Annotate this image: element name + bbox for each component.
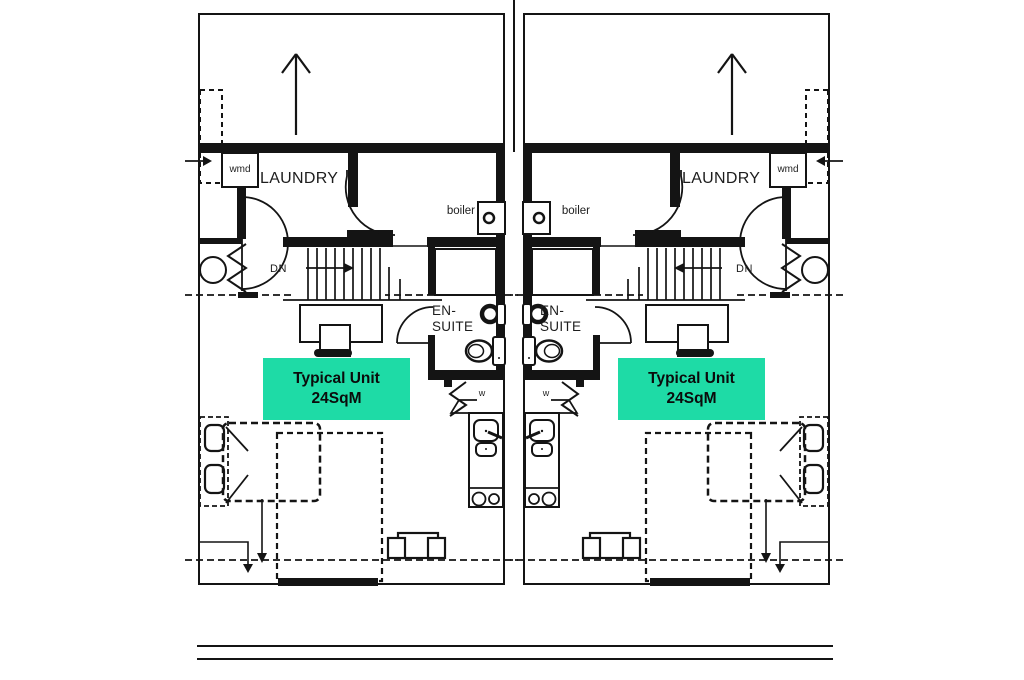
meter-recess xyxy=(199,89,223,184)
unit-linework xyxy=(185,13,518,586)
arrows xyxy=(185,53,311,573)
pillow xyxy=(203,423,226,453)
site-boundary-line-2 xyxy=(197,658,833,660)
pillow xyxy=(802,423,825,453)
wmd-box xyxy=(769,152,807,188)
bed xyxy=(199,416,322,507)
boiler-label: boiler xyxy=(561,205,590,217)
stairs xyxy=(283,248,442,301)
unit-left: wmd LAUNDRY boiler DN EN- SUITE w Typica… xyxy=(185,13,518,586)
ensuite-label-line1: EN- xyxy=(540,303,565,318)
stairs xyxy=(586,248,745,301)
mattress xyxy=(706,421,807,503)
laundry-door-arc xyxy=(632,170,684,236)
basin xyxy=(464,336,506,366)
pillow xyxy=(203,463,226,495)
wardrobe-door-label: w xyxy=(542,388,550,398)
hob xyxy=(528,491,557,507)
bed xyxy=(706,416,829,507)
wardrobe-bifold-door xyxy=(560,381,580,417)
kitchen-counter xyxy=(524,412,560,508)
entry-arrow xyxy=(816,156,843,166)
wmd-label: wmd xyxy=(229,164,251,175)
stair-direction-arrow xyxy=(306,263,354,273)
north-arrow xyxy=(281,53,311,135)
unit-area-tag-line2: 24SqM xyxy=(666,390,717,407)
hob xyxy=(471,491,500,507)
door-return xyxy=(449,399,477,414)
wardrobe-door-label: w xyxy=(478,388,486,398)
bench xyxy=(386,531,447,560)
ensuite-label-line1: EN- xyxy=(432,303,457,318)
ensuite-door-arc xyxy=(594,306,632,344)
unit-area-tag-line2: 24SqM xyxy=(311,390,362,407)
pillow xyxy=(802,463,825,495)
entry-door-arcs xyxy=(241,195,289,291)
wc-bifold-door xyxy=(780,243,802,293)
wardrobe-bifold-door xyxy=(448,381,468,417)
escape-route-arrow-2 xyxy=(199,541,253,573)
meter-recess xyxy=(805,89,829,184)
wmd-label: wmd xyxy=(777,164,799,175)
wardrobe xyxy=(275,431,384,583)
wardrobe xyxy=(644,431,753,583)
entry-arrow xyxy=(185,156,212,166)
boiler-unit xyxy=(522,201,551,235)
escape-route-arrow xyxy=(257,499,267,563)
laundry-door-arc xyxy=(344,170,396,236)
unit-area-tag-line1: Typical Unit xyxy=(648,370,735,387)
entry-door-arcs xyxy=(739,195,787,291)
unit-area-tag: Typical Unit 24SqM xyxy=(618,358,765,420)
party-wall-line xyxy=(513,0,515,152)
unit-area-tag: Typical Unit 24SqM xyxy=(263,358,410,420)
ensuite-label: EN- SUITE xyxy=(540,303,596,335)
escape-route-arrow xyxy=(761,499,771,563)
boiler-unit xyxy=(477,201,506,235)
doors xyxy=(551,170,802,417)
window xyxy=(278,578,378,586)
north-arrow xyxy=(717,53,747,135)
wc-basin xyxy=(199,256,227,284)
door-return xyxy=(551,399,579,414)
fixtures xyxy=(522,89,829,583)
stair-direction-arrow xyxy=(674,263,722,273)
ensuite-label-line2: SUITE xyxy=(432,319,474,334)
stair-dn-label: DN xyxy=(736,263,753,275)
arrows xyxy=(717,53,843,573)
laundry-label: LAUNDRY xyxy=(260,170,339,187)
wc-basin xyxy=(801,256,829,284)
kitchen-counter xyxy=(468,412,504,508)
ensuite-label-line2: SUITE xyxy=(540,319,582,334)
mattress xyxy=(221,421,322,503)
unit-linework xyxy=(510,13,843,586)
window xyxy=(650,578,750,586)
shower-room xyxy=(434,248,497,296)
bench xyxy=(581,531,642,560)
laundry-label: LAUNDRY xyxy=(682,170,761,187)
boiler-label: boiler xyxy=(446,205,475,217)
unit-area-tag-text: Typical Unit 24SqM xyxy=(618,358,765,420)
fixtures xyxy=(199,89,506,583)
unit-area-tag-line1: Typical Unit xyxy=(293,370,380,387)
desk xyxy=(645,304,729,357)
stair-dn-label: DN xyxy=(270,263,287,275)
escape-route-arrow-2 xyxy=(775,541,829,573)
ensuite-door-arc xyxy=(396,306,434,344)
ensuite-label: EN- SUITE xyxy=(432,303,488,335)
doors xyxy=(226,170,477,417)
shower-room xyxy=(531,248,594,296)
unit-area-tag-text: Typical Unit 24SqM xyxy=(263,358,410,420)
basin xyxy=(522,336,564,366)
toilet xyxy=(522,303,549,326)
site-boundary-line-1 xyxy=(197,645,833,647)
unit-right: wmd LAUNDRY boiler DN EN- SUITE w Typica… xyxy=(510,13,843,586)
wc-bifold-door xyxy=(226,243,248,293)
desk xyxy=(299,304,383,357)
toilet xyxy=(479,303,506,326)
